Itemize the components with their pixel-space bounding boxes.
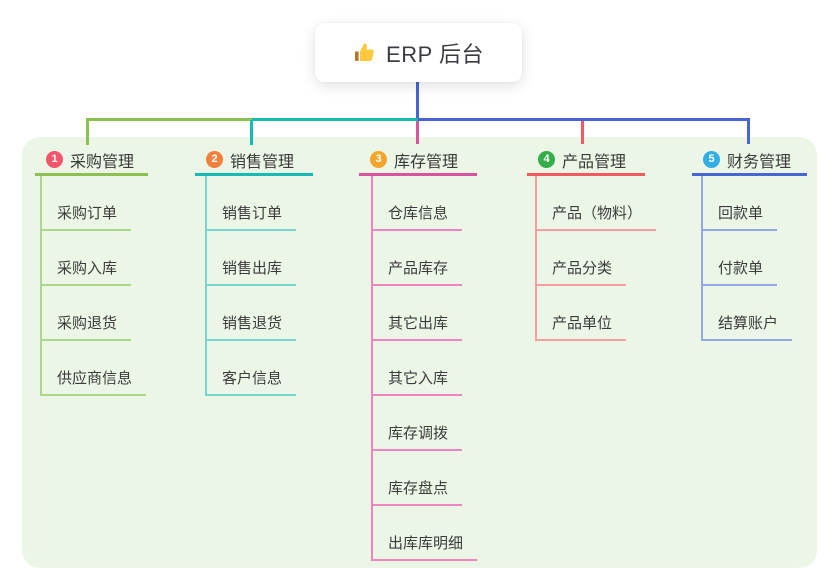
child-node-label: 供应商信息 <box>57 370 133 387</box>
branch-title: 产品管理 <box>562 153 627 171</box>
child-node[interactable]: 库存盘点 <box>373 451 463 506</box>
branch-children: 回款单付款单结算账户 <box>701 176 793 341</box>
child-node[interactable]: 产品库存 <box>373 231 463 286</box>
child-node-label: 采购退货 <box>57 315 118 332</box>
connector-drop-3 <box>416 121 419 144</box>
child-node[interactable]: 付款单 <box>703 231 778 286</box>
child-node[interactable]: 采购退货 <box>42 286 132 341</box>
child-node[interactable]: 库存调拨 <box>373 396 463 451</box>
child-node[interactable]: 其它出库 <box>373 286 463 341</box>
connector-drop-1 <box>86 120 89 145</box>
child-node-label: 结算账户 <box>718 315 779 332</box>
branch-header[interactable]: 2 销售管理 <box>195 146 313 176</box>
thumbs-up-icon <box>355 43 374 61</box>
child-node-label: 采购入库 <box>57 260 118 277</box>
thumbs-up-sleeve <box>355 50 359 61</box>
child-node[interactable]: 产品单位 <box>537 286 627 341</box>
connector-root-drop <box>416 82 419 119</box>
branch-children: 仓库信息产品库存其它出库其它入库库存调拨库存盘点出库库明细 <box>371 176 478 561</box>
child-node-label: 客户信息 <box>222 370 283 387</box>
child-node-label: 库存调拨 <box>388 425 449 442</box>
branch-title: 财务管理 <box>727 153 792 171</box>
child-node[interactable]: 采购订单 <box>42 176 132 231</box>
root-node-label: ERP 后台 <box>386 41 484 67</box>
branch-number-badge: 1 <box>46 151 63 168</box>
root-node[interactable]: ERP 后台 <box>315 23 522 82</box>
child-node[interactable]: 产品（物料） <box>537 176 657 231</box>
child-node[interactable]: 出库库明细 <box>373 506 478 561</box>
child-node-label: 产品（物料） <box>552 205 643 222</box>
branch-header[interactable]: 3 库存管理 <box>359 146 477 176</box>
thumbs-up-hand <box>360 43 374 61</box>
connector-drop-4 <box>581 121 584 144</box>
connector-main-segment-1 <box>86 118 252 121</box>
child-node-label: 产品库存 <box>388 260 449 277</box>
child-node-label: 其它入库 <box>388 370 449 387</box>
child-node-label: 销售退货 <box>222 315 283 332</box>
child-node-label: 回款单 <box>718 205 764 222</box>
connector-main-segment-3 <box>418 118 750 121</box>
branch-number-badge: 5 <box>703 151 720 168</box>
child-node-label: 采购订单 <box>57 205 118 222</box>
branch-number-badge: 3 <box>370 151 387 168</box>
child-node[interactable]: 采购入库 <box>42 231 132 286</box>
branch-children: 产品（物料） 产品分类产品单位 <box>535 176 657 341</box>
branches-panel <box>22 137 817 568</box>
child-node-label: 产品单位 <box>552 315 613 332</box>
child-node-label: 库存盘点 <box>388 480 449 497</box>
child-node-label: 产品分类 <box>552 260 613 277</box>
branch-children: 销售订单销售出库销售退货客户信息 <box>205 176 297 396</box>
child-node[interactable]: 销售订单 <box>207 176 297 231</box>
child-node[interactable]: 其它入库 <box>373 341 463 396</box>
child-node[interactable]: 仓库信息 <box>373 176 463 231</box>
child-node-label: 仓库信息 <box>388 205 449 222</box>
child-node-label: 出库库明细 <box>388 535 464 552</box>
branch-number-badge: 2 <box>206 151 223 168</box>
child-node[interactable]: 产品分类 <box>537 231 627 286</box>
connector-main-segment-2 <box>252 118 418 121</box>
branch-header[interactable]: 1 采购管理 <box>35 146 148 176</box>
connector-drop-5 <box>747 118 750 144</box>
child-node[interactable]: 结算账户 <box>703 286 793 341</box>
child-node-label: 销售出库 <box>222 260 283 277</box>
branch-header[interactable]: 4 产品管理 <box>527 146 645 176</box>
branch-children: 采购订单采购入库采购退货供应商信息 <box>40 176 147 396</box>
child-node-label: 其它出库 <box>388 315 449 332</box>
child-node[interactable]: 销售退货 <box>207 286 297 341</box>
branch-title: 库存管理 <box>394 153 459 171</box>
child-node-label: 销售订单 <box>222 205 283 222</box>
child-node[interactable]: 销售出库 <box>207 231 297 286</box>
child-node-label: 付款单 <box>718 260 764 277</box>
branch-number-badge: 4 <box>538 151 555 168</box>
branch-title: 销售管理 <box>230 153 295 171</box>
child-node[interactable]: 回款单 <box>703 176 778 231</box>
child-node[interactable]: 供应商信息 <box>42 341 147 396</box>
connector-drop-2 <box>250 120 253 145</box>
branch-title: 采购管理 <box>70 153 135 171</box>
child-node[interactable]: 客户信息 <box>207 341 297 396</box>
branch-header[interactable]: 5 财务管理 <box>692 146 807 176</box>
